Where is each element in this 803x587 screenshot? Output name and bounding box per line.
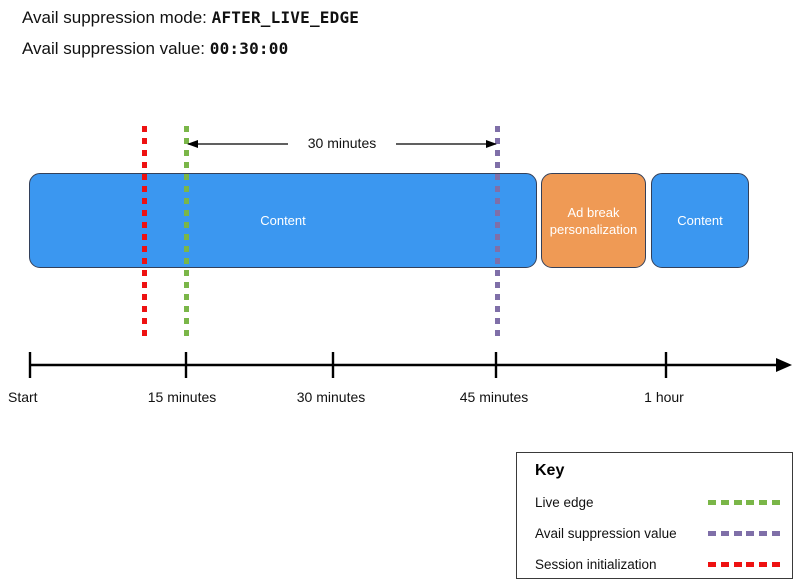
- span-measure-30-minutes: 30 minutes: [186, 133, 498, 155]
- legend-item-live-edge: Live edge: [535, 492, 780, 512]
- avail-suppression-line: [495, 126, 500, 340]
- avail-suppression-value-label: Avail suppression value:: [22, 39, 206, 58]
- session-initialization-line: [142, 126, 147, 340]
- axis-tick-label-15-min: 15 minutes: [147, 389, 217, 405]
- avail-suppression-value-line: Avail suppression value: 00:30:00: [22, 39, 288, 59]
- legend-item-label: Avail suppression value: [535, 525, 677, 541]
- legend-item-label: Session initialization: [535, 556, 657, 572]
- axis-tick-label-start: Start: [8, 389, 38, 405]
- avail-suppression-mode-label: Avail suppression mode:: [22, 8, 207, 27]
- timeline-axis: [28, 352, 792, 378]
- live-edge-line: [184, 126, 189, 340]
- legend-item-label: Live edge: [535, 494, 594, 510]
- avail-suppression-mode-line: Avail suppression mode: AFTER_LIVE_EDGE: [22, 8, 359, 28]
- legend-swatch-avail-suppression: [708, 530, 780, 536]
- axis-tick-label-30-min: 30 minutes: [296, 389, 366, 405]
- timeline-block-content-main: Content: [29, 173, 537, 268]
- axis-tick-label-1-hour: 1 hour: [644, 389, 684, 405]
- avail-suppression-value-value: 00:30:00: [209, 39, 289, 58]
- timeline-block-ad-break: Ad break personalization: [541, 173, 646, 268]
- legend-title: Key: [535, 462, 565, 479]
- legend-item-avail-suppression-value: Avail suppression value: [535, 523, 780, 543]
- axis-tick-label-45-min: 45 minutes: [459, 389, 529, 405]
- legend-key-box: Key Live edge Avail suppression value Se…: [516, 452, 793, 579]
- legend-swatch-session-initialization: [708, 561, 780, 567]
- legend-swatch-live-edge: [708, 499, 780, 505]
- span-measure-label: 30 minutes: [288, 133, 396, 153]
- legend-item-session-initialization: Session initialization: [535, 554, 780, 574]
- timeline-block-content-tail: Content: [651, 173, 749, 268]
- avail-suppression-mode-value: AFTER_LIVE_EDGE: [211, 8, 360, 27]
